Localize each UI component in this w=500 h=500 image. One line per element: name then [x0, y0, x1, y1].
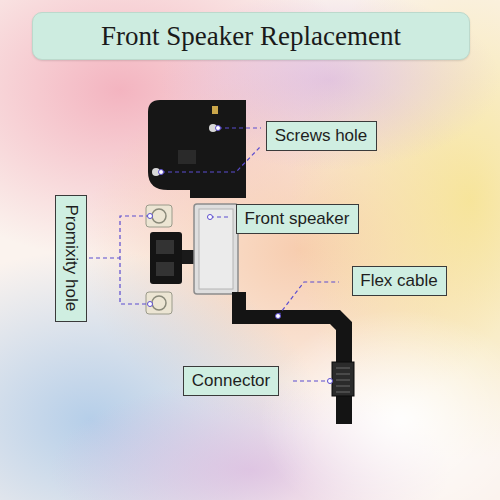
part-label: Flex cable: [360, 271, 437, 291]
proximity-ring: [146, 205, 172, 227]
title-text: Front Speaker Replacement: [101, 21, 401, 52]
part-label: Screws hole: [275, 126, 368, 146]
part-label: Promixity hole: [61, 205, 81, 312]
label-box: Flex cable: [352, 266, 447, 296]
bracket-detail: [178, 150, 196, 164]
label-box: Connector: [183, 366, 279, 396]
proximity-sensor: [150, 232, 182, 284]
contact-pad: [212, 106, 218, 114]
label-box: Front speaker: [236, 204, 359, 234]
label-box: Promixity hole: [55, 195, 87, 322]
part-label: Connector: [192, 371, 270, 391]
title-banner: Front Speaker Replacement: [32, 12, 470, 60]
speaker-bracket: [148, 100, 246, 198]
proximity-ring: [146, 292, 172, 314]
label-box: Screws hole: [266, 121, 377, 151]
board-connector: [332, 362, 354, 396]
speaker-body: [194, 204, 238, 294]
flex-cable: [232, 292, 352, 424]
part-label: Front speaker: [245, 209, 350, 229]
leader-dots: [148, 126, 333, 384]
leader-lines: [89, 128, 339, 381]
